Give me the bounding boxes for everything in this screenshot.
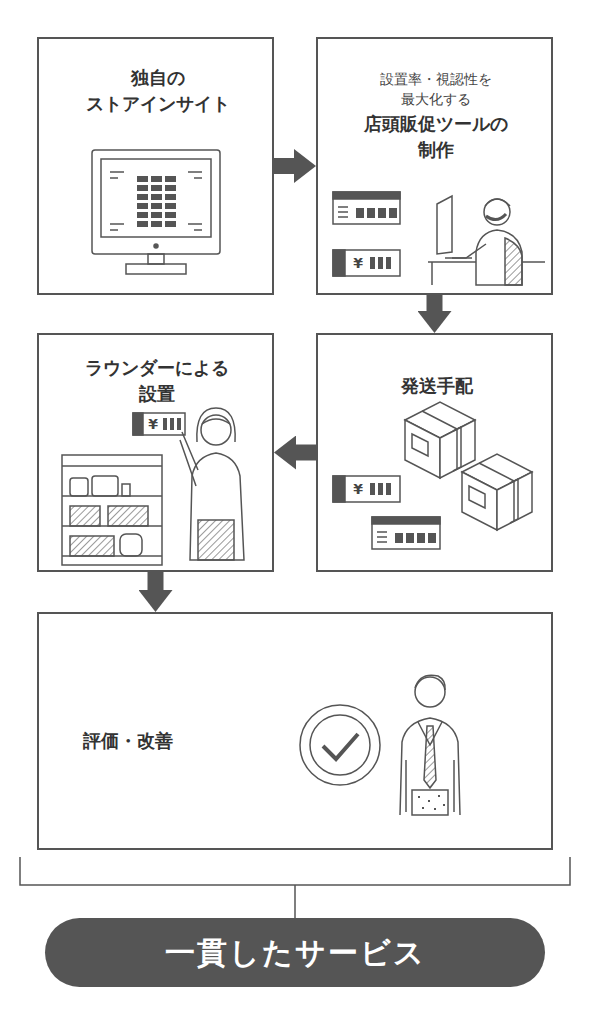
flow-arrow: [274, 158, 294, 174]
summary-text: 一貫したサービス: [45, 918, 545, 987]
process-box: 独自の ストアインサイト: [37, 37, 274, 295]
flow-arrow: [148, 572, 164, 590]
box-title: 評価・改善: [83, 728, 283, 754]
box-title: 発送手配: [338, 373, 535, 399]
currency-symbol: ¥: [143, 415, 163, 433]
box-title: ラウンダーによる 設置: [72, 355, 242, 407]
group-bracket: [20, 857, 570, 918]
currency-symbol: ¥: [348, 254, 368, 272]
process-box: 発送手配: [316, 333, 553, 572]
flow-arrow: [427, 295, 443, 311]
process-box: ラウンダーによる 設置: [37, 333, 274, 572]
currency-symbol: ¥: [348, 480, 368, 498]
box-title: 店頭販促ツールの 制作: [351, 111, 521, 163]
flow-arrow: [296, 445, 316, 461]
group-bracket: [20, 857, 570, 918]
box-title: 独自の ストアインサイト: [59, 65, 256, 117]
process-box: 評価・改善: [37, 612, 553, 850]
summary-pill: 一貫したサービス: [45, 918, 545, 987]
process-box: 設置率・視認性を 最大化する店頭販促ツールの 制作: [316, 37, 553, 295]
box-subtitle: 設置率・視認性を 最大化する: [356, 69, 516, 110]
